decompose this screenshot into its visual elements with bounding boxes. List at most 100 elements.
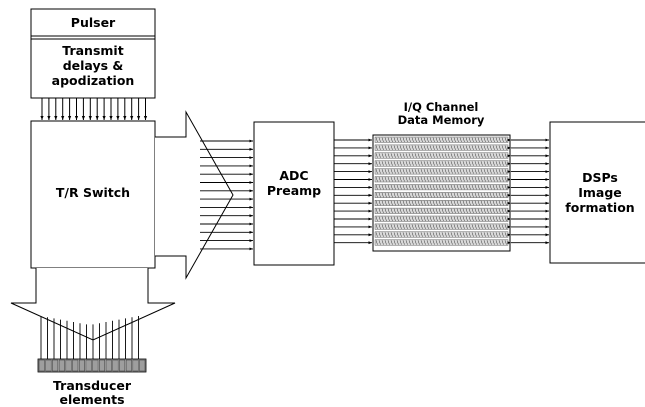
memory-cell bbox=[450, 224, 453, 229]
memory-cell bbox=[393, 232, 396, 237]
memory-cell bbox=[468, 232, 471, 237]
memory-cell bbox=[447, 137, 450, 143]
memory-cell bbox=[495, 169, 498, 174]
memory-cell bbox=[468, 161, 471, 166]
memory-cell bbox=[396, 208, 399, 214]
memory-cell bbox=[423, 216, 426, 222]
memory-cell bbox=[474, 232, 477, 237]
memory-cell bbox=[504, 192, 507, 198]
memory-cell bbox=[486, 232, 489, 237]
memory-cell bbox=[375, 208, 378, 214]
memory-cell bbox=[402, 232, 405, 237]
memory-cell bbox=[483, 137, 486, 143]
memory-cell bbox=[414, 240, 417, 245]
memory-cell bbox=[426, 161, 429, 166]
memory-cell bbox=[486, 192, 489, 198]
memory-cell bbox=[447, 192, 450, 198]
memory-cell bbox=[438, 153, 441, 158]
memory-cell bbox=[495, 232, 498, 237]
memory-cell bbox=[492, 216, 495, 222]
memory-cell bbox=[429, 216, 432, 222]
transducer-element bbox=[58, 359, 65, 372]
memory-cell bbox=[447, 232, 450, 237]
memory-cell bbox=[399, 137, 402, 143]
memory-cell bbox=[378, 216, 381, 222]
memory-cell bbox=[462, 232, 465, 237]
memory-cell bbox=[480, 184, 483, 190]
memory-cell bbox=[465, 216, 468, 222]
memory-cell bbox=[450, 216, 453, 222]
memory-cell bbox=[423, 169, 426, 174]
memory-cell bbox=[474, 208, 477, 214]
memory-cell bbox=[435, 137, 438, 143]
iq-memory-block: I/Q Channel Data Memory bbox=[372, 100, 511, 252]
memory-cell bbox=[384, 200, 387, 206]
memory-cell bbox=[453, 240, 456, 245]
memory-cell bbox=[375, 145, 378, 150]
memory-cell bbox=[390, 145, 393, 150]
memory-cell bbox=[480, 240, 483, 245]
adc-preamp-block: ADC Preamp bbox=[253, 121, 335, 266]
memory-cell bbox=[414, 192, 417, 198]
memory-cell bbox=[384, 192, 387, 198]
memory-cell bbox=[423, 240, 426, 245]
memory-cell bbox=[381, 240, 384, 245]
memory-cell bbox=[468, 192, 471, 198]
memory-cell bbox=[492, 208, 495, 214]
memory-cell bbox=[411, 145, 414, 150]
memory-cell bbox=[438, 216, 441, 222]
memory-cell bbox=[498, 224, 501, 229]
memory-cell bbox=[399, 161, 402, 166]
memory-cell bbox=[411, 200, 414, 206]
memory-cell bbox=[426, 216, 429, 222]
memory-cell bbox=[417, 184, 420, 190]
memory-cell bbox=[465, 153, 468, 158]
memory-cell bbox=[435, 232, 438, 237]
memory-cell bbox=[495, 153, 498, 158]
memory-cell bbox=[378, 200, 381, 206]
memory-cell bbox=[402, 216, 405, 222]
memory-cell bbox=[411, 192, 414, 198]
memory-cell bbox=[483, 169, 486, 174]
memory-cell bbox=[387, 161, 390, 166]
memory-cell bbox=[474, 192, 477, 198]
memory-cell bbox=[456, 169, 459, 174]
memory-cell bbox=[483, 153, 486, 158]
transducer-label-line2: elements bbox=[59, 392, 124, 407]
memory-cell bbox=[390, 137, 393, 143]
memory-cell bbox=[498, 240, 501, 245]
iq-memory-label-line1: I/Q Channel bbox=[404, 100, 479, 114]
memory-cell bbox=[420, 169, 423, 174]
memory-cell bbox=[438, 208, 441, 214]
memory-cell bbox=[387, 137, 390, 143]
memory-cell bbox=[420, 200, 423, 206]
memory-cell bbox=[399, 224, 402, 229]
memory-cell bbox=[432, 145, 435, 150]
memory-cell bbox=[450, 161, 453, 166]
memory-cell bbox=[459, 200, 462, 206]
memory-cell bbox=[504, 200, 507, 206]
memory-cell bbox=[498, 208, 501, 214]
memory-cell bbox=[489, 169, 492, 174]
memory-cell bbox=[396, 161, 399, 166]
memory-cell bbox=[480, 169, 483, 174]
transmit-label-line3: apodization bbox=[52, 73, 135, 88]
memory-cell bbox=[492, 232, 495, 237]
memory-cell bbox=[396, 176, 399, 182]
memory-cell bbox=[480, 153, 483, 158]
memory-cell bbox=[480, 224, 483, 229]
transducer-element bbox=[92, 359, 99, 372]
memory-cell bbox=[477, 169, 480, 174]
memory-cell bbox=[468, 224, 471, 229]
bus-to-adc-arrows bbox=[200, 139, 253, 251]
memory-cell bbox=[390, 169, 393, 174]
memory-cell bbox=[498, 161, 501, 166]
pulser-to-switch-arrows bbox=[40, 98, 148, 120]
memory-cell bbox=[492, 240, 495, 245]
memory-cell bbox=[456, 145, 459, 150]
memory-cell bbox=[393, 192, 396, 198]
memory-cell bbox=[471, 192, 474, 198]
memory-cell bbox=[432, 192, 435, 198]
memory-cell bbox=[486, 240, 489, 245]
